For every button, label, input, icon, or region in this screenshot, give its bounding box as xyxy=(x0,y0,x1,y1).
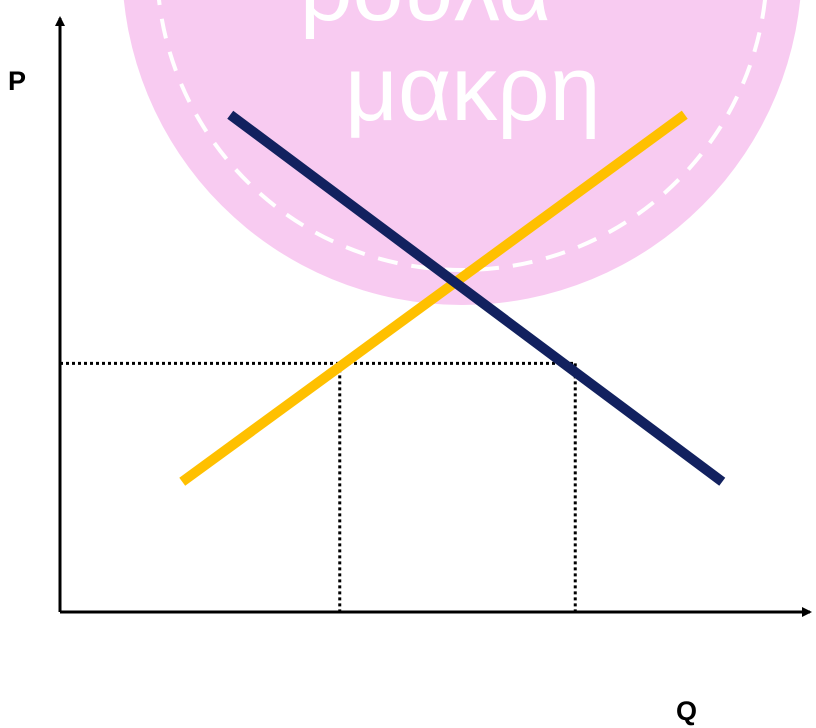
watermark-line-1: ρουλα xyxy=(300,0,552,40)
y-axis-label: P xyxy=(8,66,26,96)
axes xyxy=(55,16,812,617)
watermark: ρουλα μακρη xyxy=(123,0,801,305)
demand-curve xyxy=(227,110,726,486)
watermark-circle xyxy=(123,0,801,305)
supply-curve xyxy=(179,110,688,486)
price-floor-guides xyxy=(60,361,577,612)
watermark-line-2: μακρη xyxy=(345,38,601,140)
x-axis-label: Q xyxy=(676,696,697,726)
watermark-dashed-ring xyxy=(157,0,767,272)
series-layer xyxy=(179,110,726,486)
